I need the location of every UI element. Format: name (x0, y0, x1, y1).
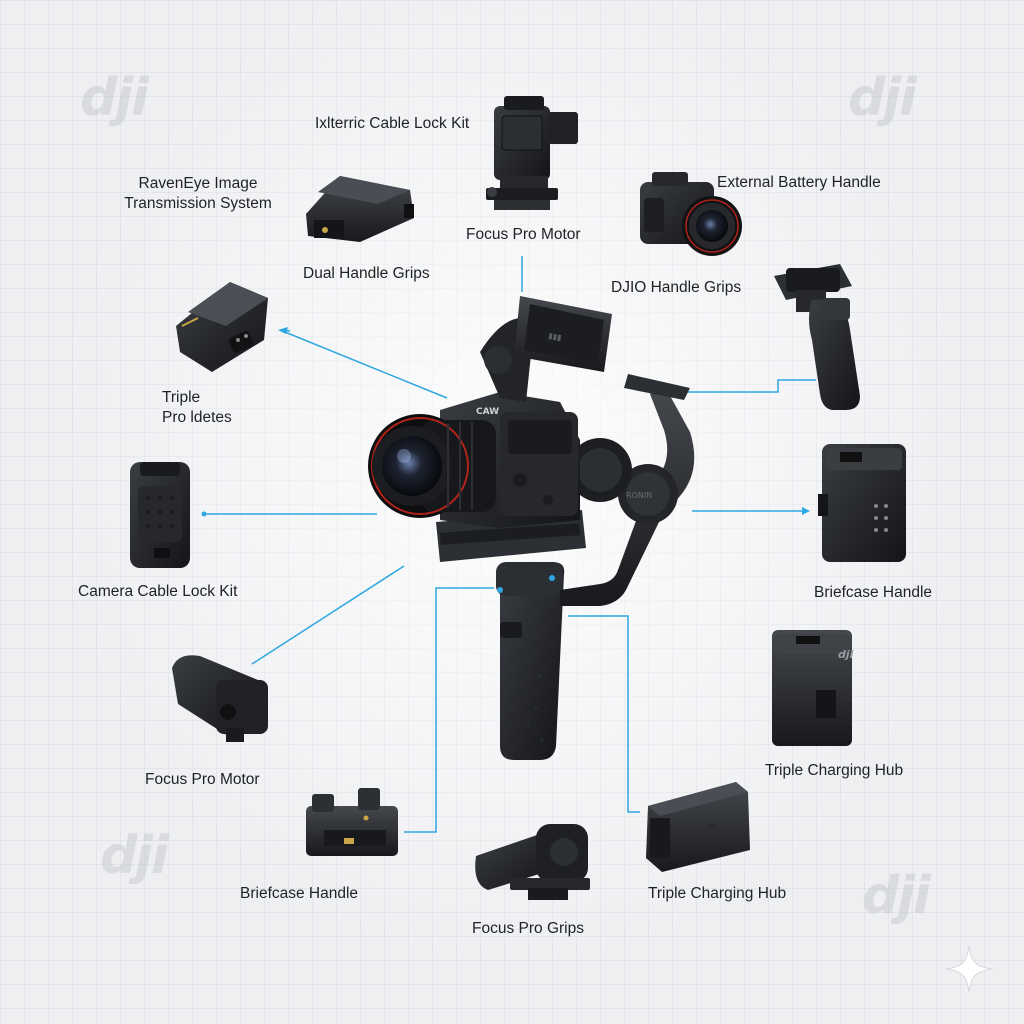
raveneye-transmitter-device (306, 176, 414, 242)
gimbal-mark: RONIN (626, 491, 652, 500)
connector-lines (204, 256, 816, 833)
briefcase-battery-device (818, 444, 906, 562)
connector-line-triple-pro (279, 329, 448, 399)
label-triple-pro-line1: Triple (162, 389, 201, 406)
triple-pro-device (176, 282, 268, 372)
label-external-cable-lock-kit: Ixlterric Cable Lock Kit (315, 115, 470, 132)
connector-line-charging-bottom (568, 615, 640, 813)
dji-watermark-bottom-left: dji (100, 826, 169, 886)
main-gimbal-assembly: RONIN CAW ▮▮▮ (368, 296, 695, 760)
label-triple-charging-hub-right: Triple Charging Hub (765, 762, 904, 779)
briefcase-handle-device (306, 788, 398, 856)
dji-watermark-top-left: dji (80, 68, 149, 128)
triple-charging-hub-device-right: dji (772, 630, 854, 746)
label-triple-pro: Triple Pro ldetes (162, 388, 232, 428)
label-raveneye: RavenEye Image Transmission System (114, 174, 282, 214)
dji-watermark-top-right: dji (848, 68, 917, 128)
cable-lock-kit-device (486, 96, 578, 210)
camera-cable-lock-device (130, 462, 190, 568)
triple-charging-hub-device-bottom (646, 782, 750, 872)
label-dual-handle-grips: Dual Handle Grips (303, 265, 430, 282)
external-camera-device (640, 172, 742, 256)
label-focus-pro-grips: Focus Pro Grips (472, 920, 584, 937)
connector-endpoints (201, 327, 810, 517)
label-camera-cable-lock-kit: Camera Cable Lock Kit (78, 583, 238, 600)
dji-watermark-bottom-right: dji (862, 866, 931, 926)
connector-line-focus-motor (251, 565, 405, 665)
label-focus-pro-motor-left: Focus Pro Motor (145, 771, 260, 788)
sparkle-icon (945, 945, 993, 993)
focus-pro-grips-device (475, 824, 590, 900)
djio-handle-grip-device (774, 264, 860, 410)
focus-pro-motor-device (172, 655, 268, 742)
label-triple-pro-line2: Pro ldetes (162, 409, 232, 426)
camera-brand-mark: CAW (476, 407, 499, 417)
label-briefcase-handle-right: Briefcase Handle (814, 584, 933, 601)
label-triple-charging-hub-bottom: Triple Charging Hub (648, 885, 787, 902)
label-raveneye-line2: Transmission System (124, 195, 272, 212)
label-raveneye-line1: RavenEye Image (138, 175, 258, 192)
label-briefcase-handle-bottom: Briefcase Handle (240, 885, 359, 902)
label-djio-handle-grips: DJIO Handle Grips (611, 279, 742, 296)
label-focus-pro-motor-top: Focus Pro Motor (466, 226, 581, 243)
connector-line-djio-grips (680, 379, 816, 393)
label-external-battery-handle: External Battery Handle (717, 174, 881, 191)
connector-line-briefcase-bottom (404, 587, 494, 833)
svg-text:▮▮▮: ▮▮▮ (548, 331, 563, 342)
charger-brand-mark: dji (838, 648, 854, 661)
